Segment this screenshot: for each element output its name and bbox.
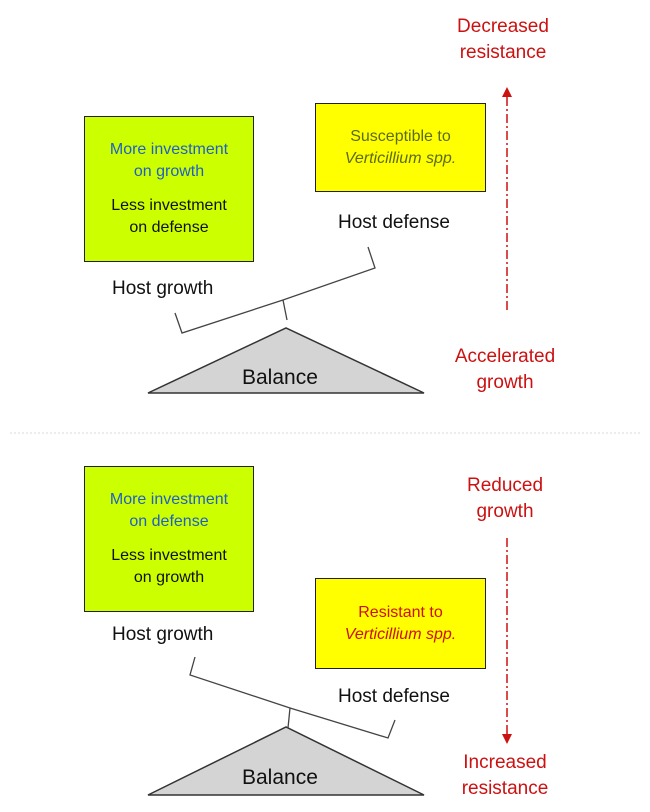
top-growth-box-emph-line2: on growth [133,163,205,180]
top-brace-tip [282,299,288,321]
bottom-side-label-bottom: Increased resistance [420,750,590,802]
bottom-defense-box: Resistant to Verticillium spp. [315,578,486,669]
top-growth-box: More investment on growth Less investmen… [84,116,254,262]
top-balance-triangle [147,327,425,394]
top-side-label-bottom: Accelerated growth [420,344,590,396]
bottom-growth-box-emph-line2: on defense [129,513,209,530]
top-arrow-head [502,87,512,97]
top-side-bottom-line1: Accelerated [454,346,556,367]
bottom-growth-box-text-line2: on growth [133,569,205,586]
bottom-side-top-line1: Reduced [466,475,544,496]
bottom-side-top-line2: growth [476,501,534,522]
top-defense-box-line2: Verticillium spp. [344,149,457,167]
bottom-growth-box-text-line1: Less investment [111,547,227,564]
bottom-host-defense-label: Host defense [338,686,450,707]
top-side-bottom-line2: growth [476,372,534,393]
top-side-top-line2: resistance [459,42,547,63]
bottom-brace-tip [287,707,291,729]
bottom-side-label-top: Reduced growth [420,473,590,525]
bottom-arrow-head [502,734,512,744]
top-defense-box-line1: Susceptible to [350,127,451,145]
top-growth-box-text-line1: Less investment [111,197,227,214]
top-side-label-top: Decreased resistance [418,14,588,66]
bottom-side-bottom-line2: resistance [461,778,549,799]
top-side-top-line1: Decreased [457,16,549,37]
top-host-growth-label: Host growth [112,278,214,299]
top-balance-label: Balance [242,366,318,389]
top-defense-box: Susceptible to Verticillium spp. [315,103,486,192]
bottom-side-bottom-line1: Increased [463,752,547,773]
bottom-growth-box-emph-line1: More investment [109,491,229,508]
bottom-balance-triangle [147,726,425,796]
top-host-defense-label: Host defense [338,212,450,233]
bottom-growth-box: More investment on defense Less investme… [84,466,254,612]
bottom-balance-label: Balance [242,766,318,789]
bottom-defense-box-line2: Verticillium spp. [344,625,457,643]
top-growth-box-text-line2: on defense [129,219,209,236]
bottom-host-growth-label: Host growth [112,624,214,645]
top-growth-box-emph-line1: More investment [109,141,229,158]
bottom-defense-box-line1: Resistant to [358,603,443,621]
